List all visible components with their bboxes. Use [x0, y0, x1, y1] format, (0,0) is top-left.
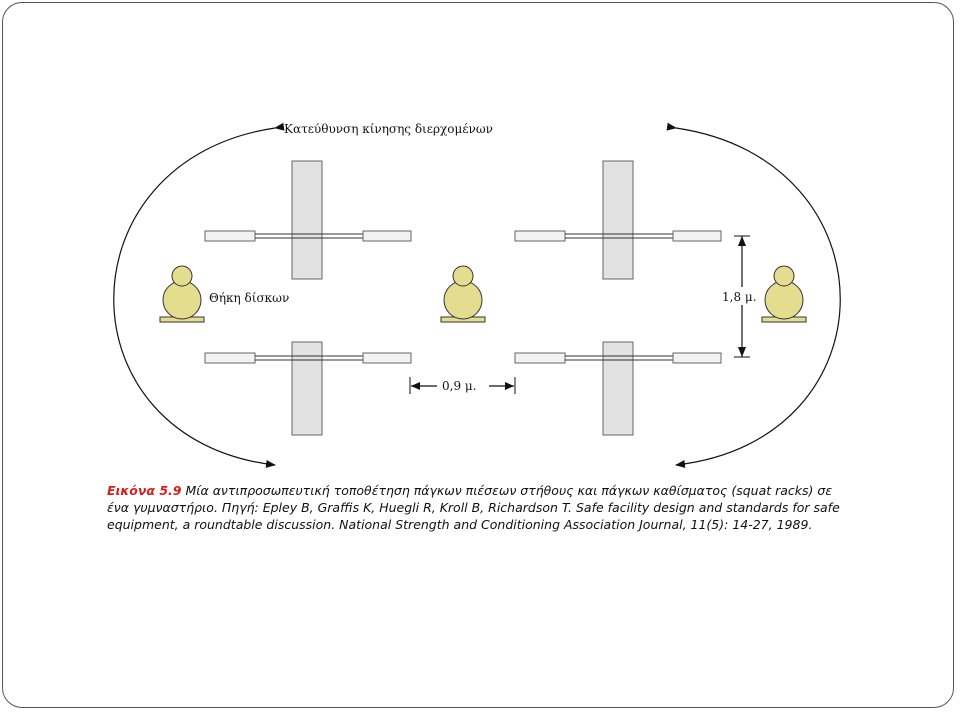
- traffic-arrow-right-arc: [666, 122, 841, 468]
- barbell-plate-right: [362, 352, 412, 364]
- barbell-plate-right: [362, 230, 412, 242]
- plate-rack-right: [761, 265, 807, 323]
- width-label: 0,9 μ.: [442, 379, 477, 393]
- barbell-plate-left: [514, 230, 566, 242]
- barbell-plate-left: [514, 352, 566, 364]
- barbell-plate-left: [204, 230, 256, 242]
- bench-bottom-left: [204, 341, 412, 436]
- caption-text: Μία αντιπροσωπευτική τοποθέτηση πάγκων π…: [107, 483, 840, 532]
- width-dimension: [409, 377, 516, 394]
- traffic-arrow-left-arc: [113, 122, 285, 468]
- plate-rack-center: [440, 265, 486, 323]
- bench-top-right: [514, 160, 722, 280]
- caption-number: Εικόνα 5.9: [107, 483, 182, 498]
- plate-rack-left: [159, 265, 205, 323]
- barbell-plate-right: [672, 352, 722, 364]
- barbell-plate-left: [204, 352, 256, 364]
- height-label: 1,8 μ.: [722, 290, 757, 304]
- direction-label: Κατεύθυνση κίνησης διερχομένων: [284, 122, 493, 136]
- barbell-plate-right: [672, 230, 722, 242]
- bench-bottom-right: [514, 341, 722, 436]
- figure-caption: Εικόνα 5.9 Μία αντιπροσωπευτική τοποθέτη…: [107, 482, 852, 533]
- plate-rack-label: Θήκη δίσκων: [209, 291, 289, 305]
- bench-top-left: [204, 160, 412, 280]
